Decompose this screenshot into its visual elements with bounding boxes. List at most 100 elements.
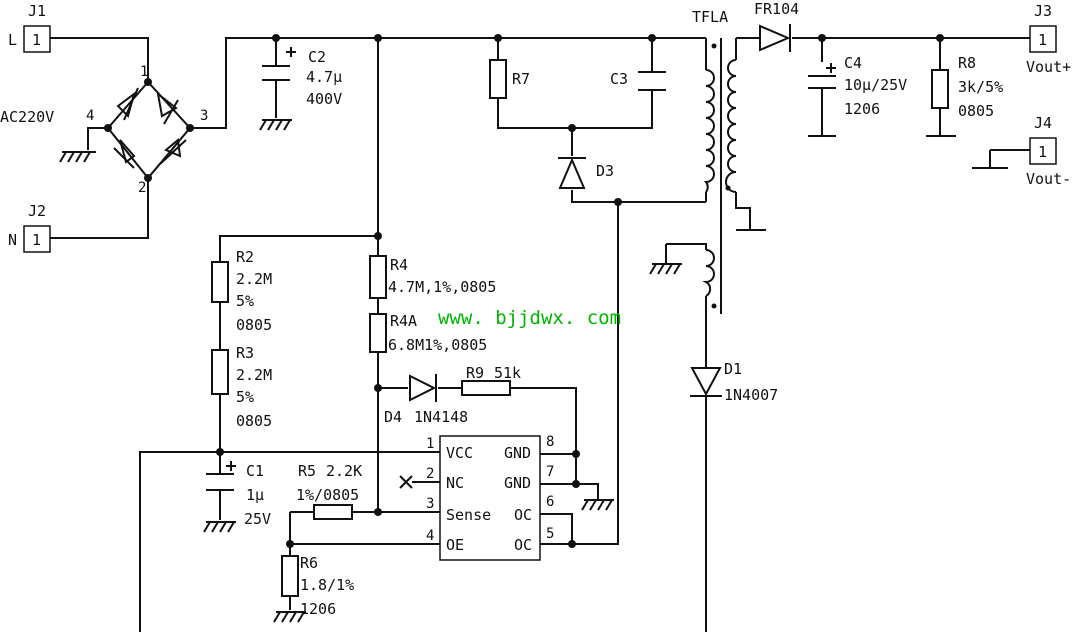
r3-ref: R3 [236, 344, 254, 362]
d1-ref: D1 [724, 360, 742, 378]
ic-pin-1-num: 1 [426, 436, 434, 452]
r2-ref: R2 [236, 248, 254, 266]
ic-pin-3-num: 3 [426, 496, 434, 512]
j3-net: Vout+ [1026, 58, 1071, 76]
c1-symbol [206, 461, 236, 491]
j3-pin: 1 [1038, 31, 1047, 49]
ic-pin-2-name: NC [446, 474, 464, 492]
ground-r6 [273, 611, 306, 623]
r3-symbol [211, 349, 229, 395]
wires [50, 37, 1030, 632]
r5-package: 1%/0805 [296, 486, 359, 504]
junction-dots [104, 34, 944, 548]
r3-tolerance: 5% [236, 388, 254, 406]
ic-pin-2-num: 2 [426, 466, 434, 482]
ic-pin-6-name: OC [514, 506, 532, 524]
c2-symbol [262, 47, 296, 81]
r5-ref: R5 [298, 462, 316, 480]
d1-symbol [690, 367, 722, 397]
c2-voltage: 400V [306, 90, 342, 108]
c1-value: 1µ [246, 486, 264, 504]
c2-ref: C2 [308, 48, 326, 66]
c1-voltage: 25V [244, 510, 271, 528]
bridge-pin-1: 1 [140, 64, 148, 80]
j4-ref: J4 [1034, 114, 1052, 132]
j2-ref: J2 [28, 202, 46, 220]
transformer-ref: TFLA [692, 8, 728, 26]
d4-value: 1N4148 [414, 408, 468, 426]
r4a-value: 6.8M1%,0805 [388, 336, 487, 354]
ic-pin-7-num: 7 [546, 464, 554, 480]
r6-package: 1206 [300, 600, 336, 618]
r7-symbol [489, 59, 507, 99]
j3-box [1029, 25, 1057, 53]
bridge-pin-2: 2 [138, 180, 146, 196]
r9-ref: R9 [466, 364, 484, 382]
r8-symbol [931, 69, 949, 109]
r2-symbol [211, 261, 229, 303]
r3-value: 2.2M [236, 366, 272, 384]
r8-value: 3k/5% [958, 78, 1003, 96]
ic-pin-7-name: GND [504, 474, 531, 492]
fr104-ref: FR104 [754, 0, 799, 18]
transformer-dots [711, 43, 731, 309]
j2-box [23, 225, 51, 253]
d4-symbol [409, 374, 437, 402]
transformer-tfla [702, 38, 737, 314]
ic-pin-5-num: 5 [546, 526, 554, 542]
c2-value: 4.7µ [306, 68, 342, 86]
d4-ref: D4 [384, 408, 402, 426]
ground-ic [581, 499, 614, 511]
r3-package: 0805 [236, 412, 272, 430]
input-voltage-label: AC220V [0, 108, 54, 126]
j3-ref: J3 [1034, 2, 1052, 20]
ground-symbols [59, 119, 682, 623]
ic-pin-3-name: Sense [446, 506, 491, 524]
d3-symbol [558, 157, 586, 189]
r8-package: 0805 [958, 102, 994, 120]
c3-ref: C3 [610, 70, 628, 88]
ground-bridge [59, 151, 96, 163]
ic-pin-1-name: VCC [446, 444, 473, 462]
c4-ref: C4 [844, 54, 862, 72]
j1-net: L [8, 31, 17, 49]
r8-ref: R8 [958, 54, 976, 72]
r7-ref: R7 [512, 70, 530, 88]
r4a-ref: R4A [390, 312, 417, 330]
r2-value: 2.2M [236, 270, 272, 288]
ground-c1 [203, 521, 236, 533]
bridge-rectifier [113, 87, 187, 169]
ground-c2 [259, 119, 292, 131]
ic-pin-4-num: 4 [426, 528, 434, 544]
r4-ref: R4 [390, 256, 408, 274]
ic-pin-4-name: OE [446, 536, 464, 554]
r6-symbol [281, 555, 299, 597]
ic-pin-8-name: GND [504, 444, 531, 462]
ic-pin-8-num: 8 [546, 434, 554, 450]
ic-pin-5-name: OC [514, 536, 532, 554]
resistor-bodies [211, 255, 511, 597]
d1-value: 1N4007 [724, 386, 778, 404]
r9-symbol [461, 380, 511, 396]
c4-value: 10µ/25V [844, 76, 907, 94]
c4-package: 1206 [844, 100, 880, 118]
r6-value: 1.8/1% [300, 576, 354, 594]
r6-ref: R6 [300, 554, 318, 572]
ground-aux [649, 263, 682, 275]
j4-box [1029, 137, 1057, 165]
j2-net: N [8, 231, 17, 249]
r5-symbol [313, 504, 353, 520]
d3-ref: D3 [596, 162, 614, 180]
j1-pin: 1 [32, 31, 41, 49]
j2-pin: 1 [32, 231, 41, 249]
bridge-pin-3: 3 [200, 108, 208, 124]
nc-cross [399, 475, 440, 489]
r9-value: 51k [494, 364, 521, 382]
connector-boxes [23, 25, 1057, 253]
r5-value: 2.2K [326, 462, 362, 480]
r4-value: 4.7M,1%,0805 [388, 278, 496, 296]
r4-symbol [369, 255, 387, 299]
ic-body [439, 435, 541, 561]
r2-package: 0805 [236, 316, 272, 334]
